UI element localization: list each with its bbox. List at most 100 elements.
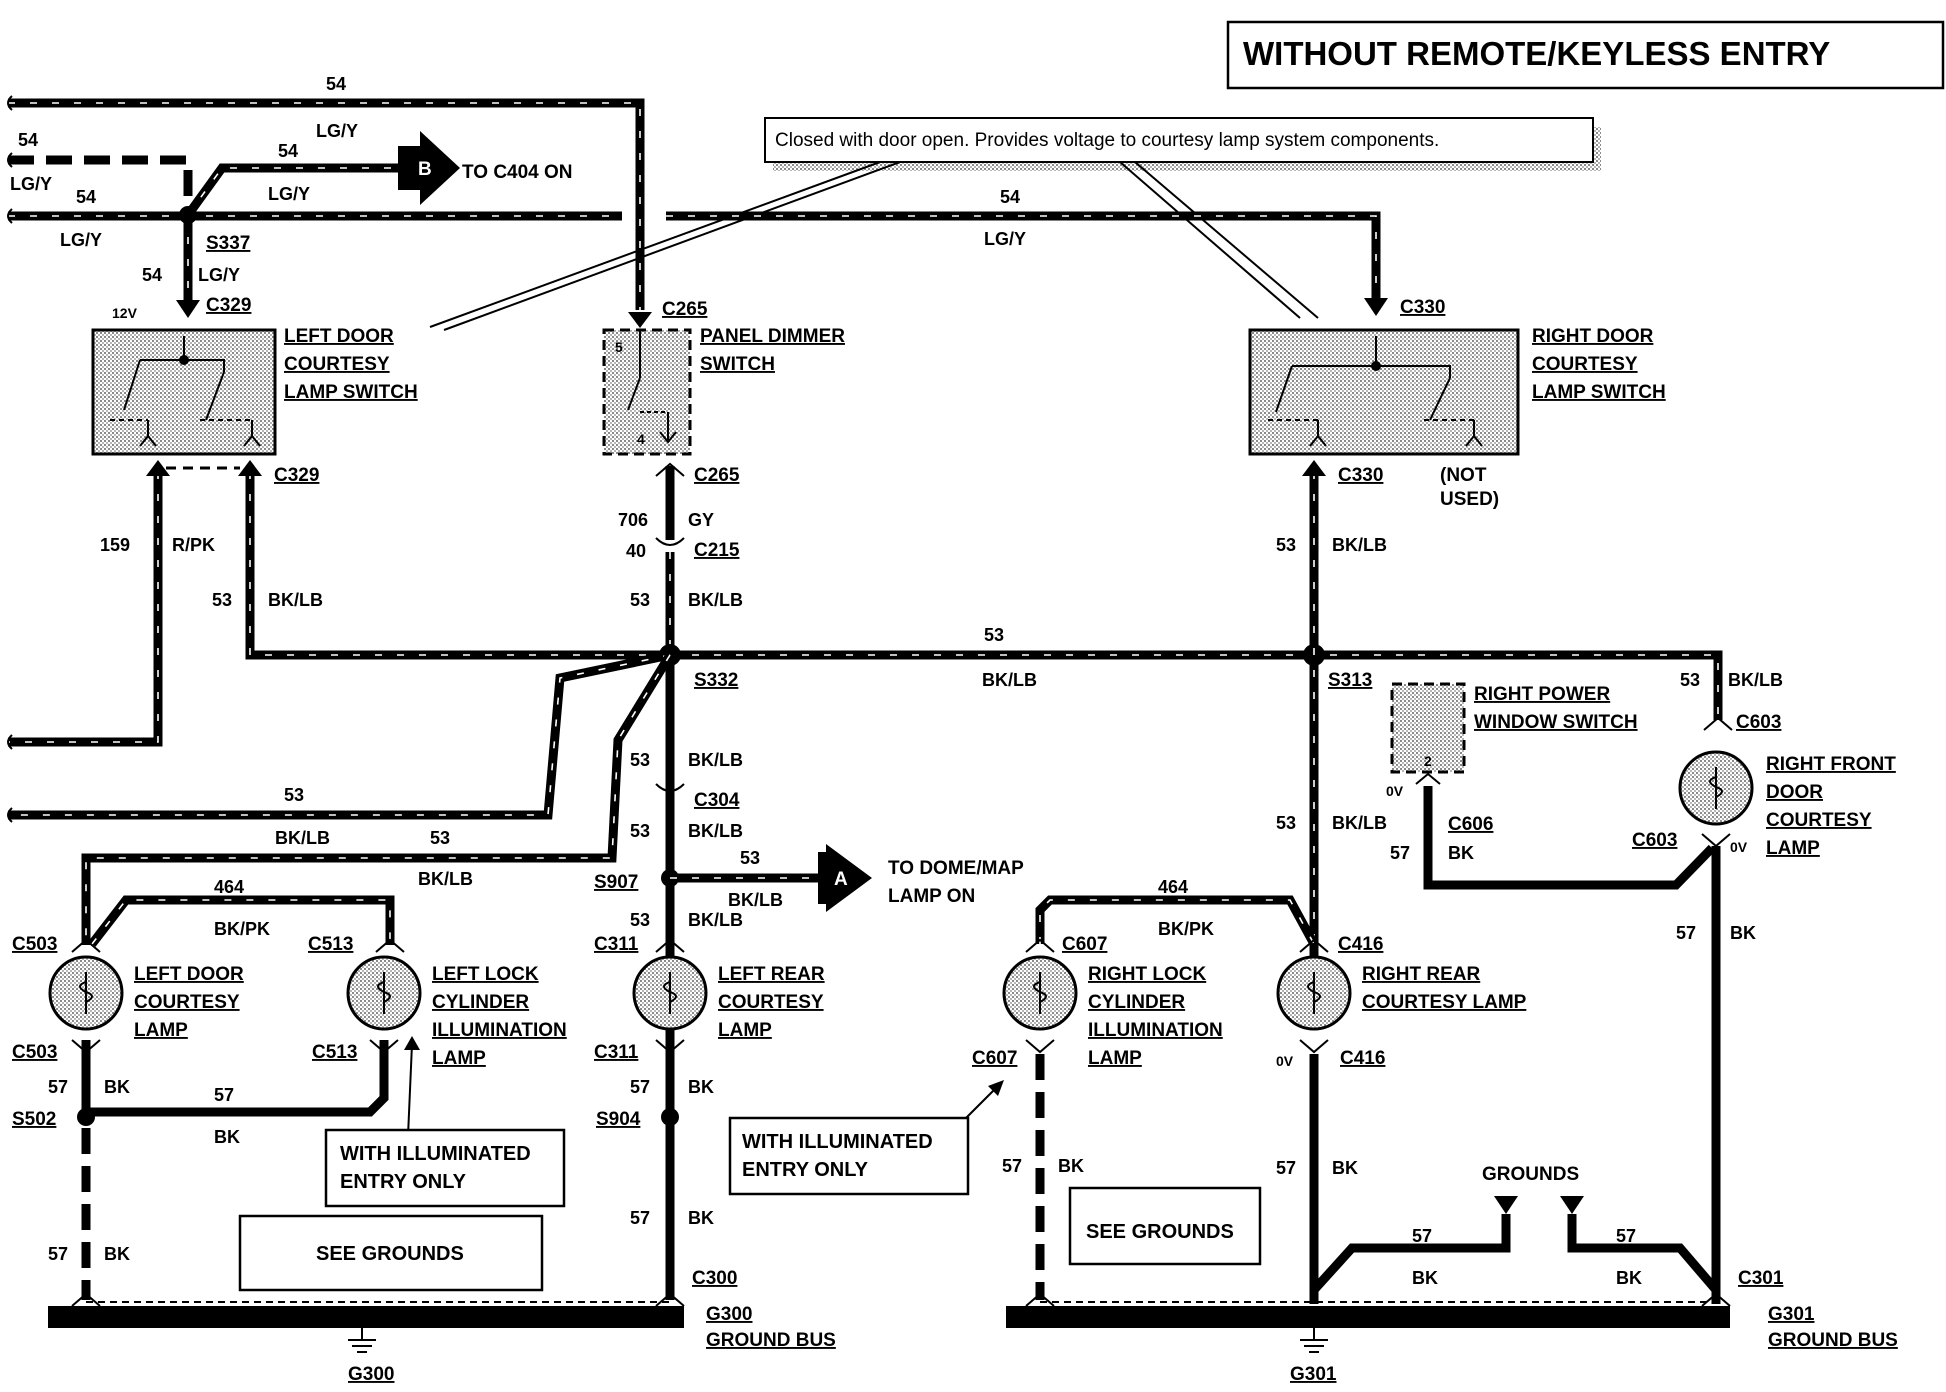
wire-label-bk: BK (104, 1244, 130, 1264)
wire-label-54: 54 (1000, 187, 1020, 207)
callout-arrow-line (407, 1043, 413, 1137)
panel-dimmer-label-2: SWITCH (700, 354, 775, 375)
right-front-lamp-label-3: COURTESY (1766, 810, 1872, 831)
left-door-lamp-label-2: COURTESY (134, 992, 240, 1013)
wire-label-54: 54 (18, 130, 38, 150)
left-door-lamp-label-3: LAMP (134, 1020, 188, 1041)
splice-node-s502 (77, 1108, 95, 1126)
connector-c215-icon (655, 537, 685, 546)
pin-voltage-12v: 12V (112, 305, 138, 321)
ground-label-g301: G301 (1290, 1364, 1337, 1385)
connector-c513-top: C513 (308, 934, 353, 955)
connector-c329-top: C329 (206, 295, 251, 316)
wire-label-lgy: LG/Y (198, 265, 240, 285)
right-lock-cylinder-illumination-lamp (1002, 938, 1078, 1054)
wire-label-rpk: R/PK (172, 535, 215, 555)
wire-label-bk: BK (1730, 923, 1756, 943)
connector-c311-top: C311 (594, 934, 639, 955)
left-door-courtesy-lamp (48, 938, 124, 1031)
right-door-switch-label-1: RIGHT DOOR (1532, 326, 1654, 347)
destination-a-text-1: TO DOME/MAP (888, 858, 1024, 879)
wire-label-706: 706 (618, 510, 648, 530)
left-rear-lamp-label-1: LEFT REAR (718, 964, 825, 985)
wire-break-icon (7, 208, 13, 224)
ground-icon (348, 1328, 376, 1353)
pin-voltage-0v: 0V (1730, 839, 1748, 855)
wire-label-lgy: LG/Y (984, 229, 1026, 249)
destination-b-letter: B (418, 159, 432, 180)
illuminated-entry-box-left (324, 1128, 566, 1208)
wire-label-464: 464 (1158, 877, 1188, 897)
connector-c607-bottom: C607 (972, 1048, 1017, 1069)
ground-bus-g301 (1006, 1306, 1730, 1328)
wire-label-bklb: BK/LB (688, 910, 743, 930)
wire-break-icon (7, 734, 13, 750)
pin-4: 4 (637, 431, 645, 447)
wire-label-57: 57 (1412, 1226, 1432, 1246)
see-grounds-right: SEE GROUNDS (1086, 1221, 1234, 1243)
left-rear-lamp-label-2: COURTESY (718, 992, 824, 1013)
wire-label-bk: BK (1332, 1158, 1358, 1178)
destination-a-text-2: LAMP ON (888, 886, 975, 907)
wire-label-bklb: BK/LB (1332, 813, 1387, 833)
wire-label-57: 57 (214, 1085, 234, 1105)
right-power-window-switch: 2 (1390, 682, 1466, 785)
ground-arrow-icon (1494, 1196, 1518, 1214)
left-lock-cylinder-illumination-lamp (346, 938, 422, 1031)
connector-c265-bottom: C265 (694, 465, 740, 486)
connector-c304-icon (655, 783, 685, 792)
ground-label-g301-bus: G301 (1768, 1304, 1815, 1325)
wire-label-40: 40 (626, 541, 646, 561)
wire-label-53: 53 (1680, 670, 1700, 690)
arrow-down-icon (1364, 298, 1388, 316)
left-lock-lamp-label-2: CYLINDER (432, 992, 529, 1013)
destination-b-text: TO C404 ON (462, 162, 573, 183)
left-door-switch-label-2: COURTESY (284, 354, 390, 375)
right-rear-lamp-label-1: RIGHT REAR (1362, 964, 1481, 985)
ground-label-g300: G300 (348, 1364, 394, 1385)
left-lock-lamp-label-4: LAMP (432, 1048, 486, 1069)
not-used-label-2: USED) (1440, 489, 1499, 510)
wire-label-57: 57 (1390, 843, 1410, 863)
wire-label-bklb: BK/LB (728, 890, 783, 910)
top-feed-wires (7, 95, 1381, 310)
right-rear-lamp-label-2: COURTESY LAMP (1362, 992, 1527, 1013)
wire-label-bk: BK (1058, 1156, 1084, 1176)
connector-c603-top: C603 (1736, 712, 1781, 733)
wire-label-464: 464 (214, 877, 244, 897)
arrow-up-icon (146, 460, 170, 476)
header-frame (1226, 20, 1945, 90)
wire-label-lgy: LG/Y (10, 174, 52, 194)
wire-label-53: 53 (212, 590, 232, 610)
right-door-switch-label-2: COURTESY (1532, 354, 1638, 375)
wire-label-54: 54 (142, 265, 162, 285)
wire-label-lgy: LG/Y (316, 121, 358, 141)
wire-label-57: 57 (630, 1208, 650, 1228)
wire-label-bk: BK (1616, 1268, 1642, 1288)
note-box: Closed with door open. Provides voltage … (764, 117, 1601, 171)
note-text: Closed with door open. Provides voltage … (775, 130, 1439, 151)
wire-label-53: 53 (984, 625, 1004, 645)
connector-c301: C301 (1738, 1268, 1784, 1289)
right-front-lamp-label-2: DOOR (1766, 782, 1823, 803)
wire-label-57: 57 (1676, 923, 1696, 943)
wire-label-bkpk: BK/PK (1158, 919, 1214, 939)
connector-c265-icon (655, 462, 685, 477)
splice-label-s904: S904 (596, 1109, 641, 1130)
connector-c607-top: C607 (1062, 934, 1107, 955)
left-door-switch-label-3: LAMP SWITCH (284, 382, 418, 403)
wire-label-54: 54 (76, 187, 96, 207)
wire-label-57: 57 (630, 1077, 650, 1097)
pin-voltage-0v: 0V (1386, 783, 1404, 799)
callout-leader-right (1119, 161, 1301, 319)
connector-c503-top: C503 (12, 934, 57, 955)
wire-label-53: 53 (1276, 535, 1296, 555)
arrow-icon (988, 1080, 1004, 1096)
wire-break-icon (7, 95, 13, 111)
see-grounds-left: SEE GROUNDS (316, 1243, 464, 1265)
ground-bus-g300 (48, 1306, 684, 1328)
left-door-switch-label-1: LEFT DOOR (284, 326, 394, 347)
connector-c330-bottom: C330 (1338, 465, 1383, 486)
destination-b: B TO C404 ON (398, 131, 573, 205)
header-title: WITHOUT REMOTE/KEYLESS ENTRY (1243, 35, 1830, 72)
